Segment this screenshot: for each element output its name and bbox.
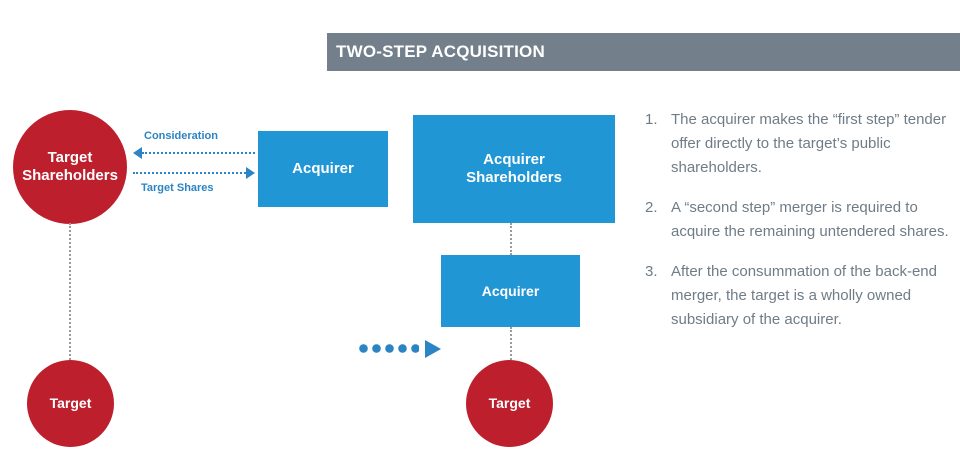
list-item-number: 1. [645,111,658,128]
arrow-target-shares-right-icon [133,167,255,179]
arrow-thick-dots [359,344,419,353]
node-label-line2: Shareholders [466,169,562,186]
edge-label-consideration: Consideration [144,130,218,142]
node-label: Target [488,395,531,412]
list-item-text: The acquirer makes the “first step” tend… [671,111,947,176]
list-item: 2. A “second step” merger is required to… [645,196,950,244]
arrow-dots [142,152,255,154]
arrow-dots [133,172,246,174]
node-target-left: Target [27,360,114,447]
node-acquirer-step-two: Acquirer [441,255,580,327]
title-bar [327,33,960,71]
node-label: Target [49,395,92,412]
edge-label-target-shares: Target Shares [141,182,214,194]
list-item-text: A “second step” merger is required to ac… [671,199,949,240]
node-label: Target Shareholders [22,149,118,184]
list-item: 3. After the consummation of the back-en… [645,260,950,332]
list-item-number: 2. [645,199,658,216]
list-item-text: After the consummation of the back-end m… [671,263,937,328]
list-item: 1. The acquirer makes the “first step” t… [645,108,950,180]
node-acquirer-shareholders: Acquirer Shareholders [413,115,615,223]
arrow-merger-right-icon [359,340,441,358]
node-acquirer-step-one: Acquirer [258,131,388,207]
node-label: Acquirer Shareholders [466,151,562,186]
arrowhead-left-icon [133,147,142,159]
node-label-line1: Acquirer [483,151,545,169]
list-item-number: 3. [645,263,658,280]
connector-acquirer-shareholders-to-acquirer [510,223,512,255]
arrowhead-right-icon [425,340,441,358]
page-title: TWO-STEP ACQUISITION [336,42,545,61]
node-target-right: Target [466,360,553,447]
arrow-consideration-left-icon [133,147,255,159]
connector-acquirer-to-target [510,327,512,360]
arrowhead-right-icon [246,167,255,179]
node-label: Acquirer [292,160,354,178]
node-label: Acquirer [481,282,540,299]
connector-target-shareholders-to-target [69,223,71,360]
node-target-shareholders: Target Shareholders [13,110,127,224]
node-label-line2: Shareholders [22,167,118,184]
notes-list: 1. The acquirer makes the “first step” t… [645,108,950,348]
node-label-line1: Target [47,149,93,167]
